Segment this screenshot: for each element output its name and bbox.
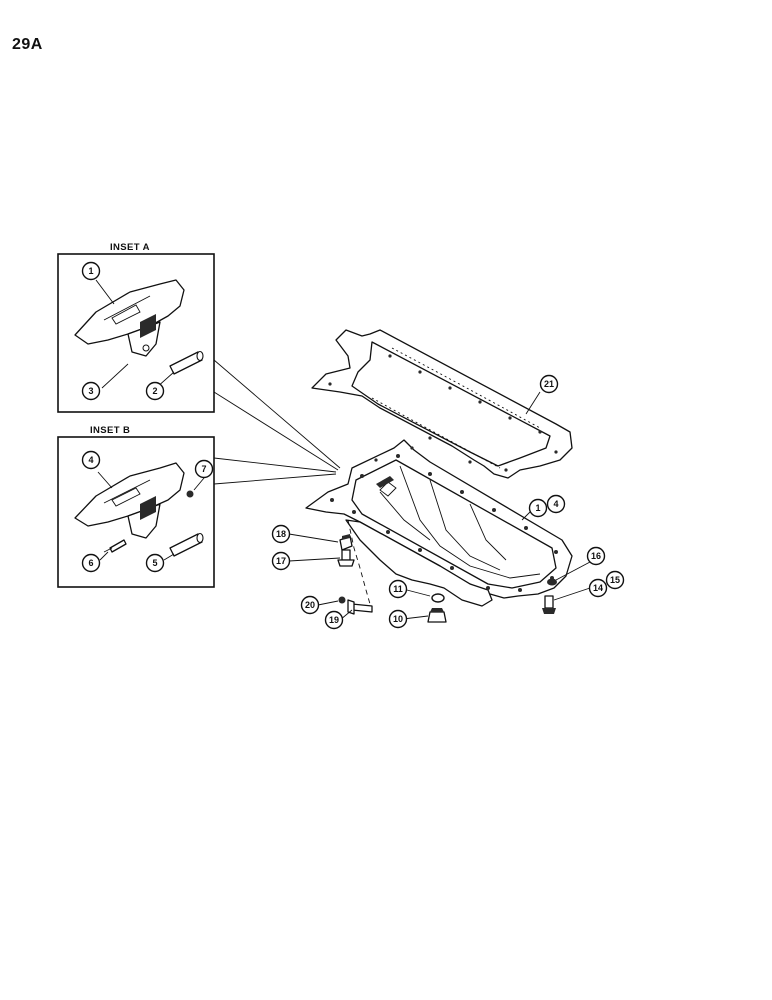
callout-3-inset-a: 3 <box>81 381 101 401</box>
inset-a-mounting-bracket <box>74 279 185 357</box>
callout-19: 19 <box>324 610 344 630</box>
inset-a-title: INSET A <box>110 242 150 253</box>
inset-b-pin <box>169 532 204 557</box>
svg-text:11: 11 <box>393 584 403 594</box>
svg-text:5: 5 <box>152 558 157 568</box>
callout-1-pan: 1 <box>528 498 548 518</box>
svg-text:7: 7 <box>201 464 206 474</box>
svg-text:10: 10 <box>393 614 403 624</box>
oil-pan <box>305 439 573 607</box>
svg-text:4: 4 <box>553 499 558 509</box>
oil-pan-gasket <box>311 329 573 479</box>
svg-text:16: 16 <box>591 551 601 561</box>
inset-b-leader-5 <box>163 553 175 561</box>
callout-10: 10 <box>388 609 408 629</box>
inset-b: INSET B <box>57 425 215 588</box>
svg-text:1: 1 <box>535 503 540 513</box>
gasket-leader-21 <box>525 391 541 415</box>
callout-4-pan: 4 <box>546 494 566 514</box>
svg-text:6: 6 <box>88 558 93 568</box>
washer-16 <box>547 578 557 586</box>
svg-text:18: 18 <box>276 529 286 539</box>
inset-a: INSET A <box>57 242 215 413</box>
drain-plug-gasket-11 <box>431 593 445 603</box>
svg-text:15: 15 <box>610 575 620 585</box>
page-number: 29A <box>12 36 43 53</box>
drain-plug-10 <box>427 608 447 623</box>
svg-text:20: 20 <box>305 600 315 610</box>
callout-5-inset-b: 5 <box>145 553 165 573</box>
bolt-19 <box>347 599 373 615</box>
inset-b-title: INSET B <box>90 425 130 436</box>
drain-guide-line <box>347 519 371 605</box>
bolt-14 <box>542 595 556 614</box>
svg-text:2: 2 <box>152 386 157 396</box>
callout-21-gasket: 21 <box>539 374 559 394</box>
svg-text:19: 19 <box>329 615 339 625</box>
svg-text:14: 14 <box>593 583 603 593</box>
callout-4-inset-b: 4 <box>81 450 101 470</box>
callout-15: 15 <box>605 570 625 590</box>
svg-text:17: 17 <box>276 556 286 566</box>
svg-text:3: 3 <box>88 386 93 396</box>
nut-18 <box>339 534 353 551</box>
callout-14: 14 <box>588 578 608 598</box>
inset-b-mounting-bracket <box>74 462 185 539</box>
inset-a-leader-3 <box>101 363 129 389</box>
inset-a-pin <box>169 350 204 375</box>
callout-1-inset-a: 1 <box>81 261 101 281</box>
svg-text:1: 1 <box>88 266 93 276</box>
callout-18: 18 <box>271 524 291 544</box>
inset-b-leader-4 <box>97 471 113 489</box>
callout-20: 20 <box>300 595 320 615</box>
callout-11: 11 <box>388 579 408 599</box>
inset-b-leader-7 <box>193 477 205 491</box>
inset-b-nut <box>186 490 194 498</box>
inset-a-leader-1 <box>95 279 115 305</box>
svg-text:21: 21 <box>544 379 554 389</box>
stud-17 <box>337 549 355 567</box>
callout-16: 16 <box>586 546 606 566</box>
inset-b-leader-6 <box>99 551 109 561</box>
washer-20 <box>338 596 346 604</box>
callout-2-inset-a: 2 <box>145 381 165 401</box>
inset-b-bolt <box>103 539 127 553</box>
svg-text:4: 4 <box>88 455 93 465</box>
callout-17: 17 <box>271 551 291 571</box>
inset-pointers <box>213 359 341 485</box>
callout-7-inset-b: 7 <box>194 459 214 479</box>
callout-6-inset-b: 6 <box>81 553 101 573</box>
